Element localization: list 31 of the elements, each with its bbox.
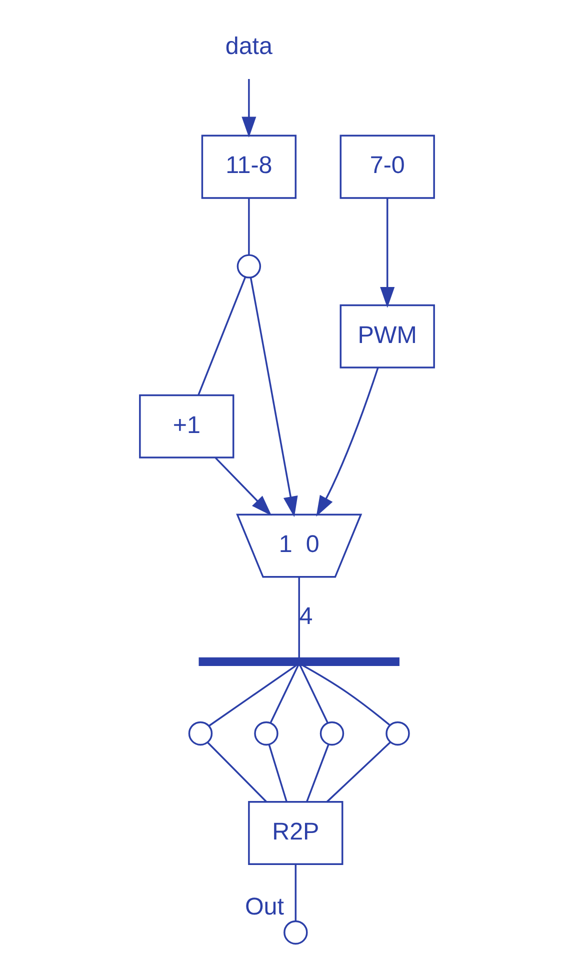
- node-box: R2P: [248, 800, 344, 865]
- connector: [294, 864, 297, 922]
- node-circle: [254, 721, 278, 746]
- connector: [208, 664, 296, 727]
- node-circle: [188, 721, 213, 746]
- arrow: [250, 278, 298, 518]
- arrow: [380, 198, 395, 308]
- node-box: PWM: [340, 304, 435, 368]
- node-circle: [236, 254, 262, 278]
- node-label: Out: [244, 894, 284, 921]
- node-bar: [198, 657, 400, 666]
- node-box: 7-0: [340, 134, 435, 199]
- arrow: [214, 457, 272, 516]
- node-circle: [320, 721, 344, 746]
- arrow: [242, 79, 256, 138]
- connector: [299, 665, 328, 723]
- connector: [302, 664, 390, 726]
- node-text: data: [225, 32, 273, 60]
- node-box: +1: [139, 394, 234, 458]
- connector: [306, 744, 330, 802]
- connector: [268, 744, 288, 802]
- node-circle: [386, 721, 410, 746]
- node-circle: [284, 920, 308, 945]
- arrow: [316, 368, 379, 517]
- connector: [198, 277, 246, 396]
- connector: [207, 742, 267, 802]
- connector: [248, 198, 250, 255]
- node-box: 11-8: [201, 134, 297, 199]
- connector: [270, 665, 299, 723]
- connector: [298, 577, 300, 658]
- connector: [326, 742, 391, 802]
